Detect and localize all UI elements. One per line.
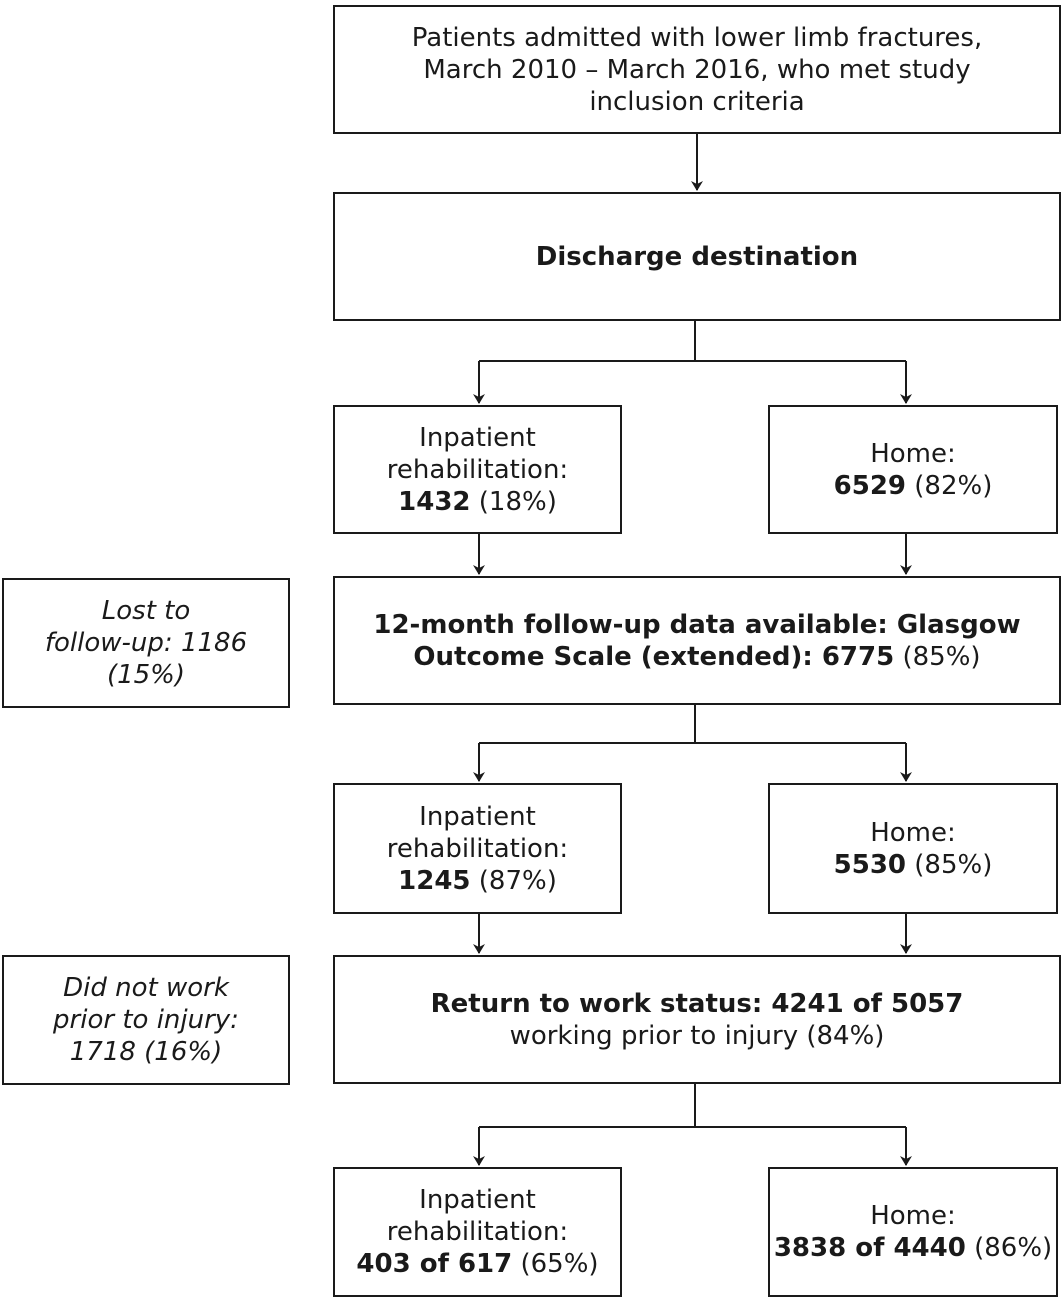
percent-value: (18%) — [470, 486, 557, 517]
text-line: 1718 (16%) — [69, 1037, 223, 1067]
text-line: March 2010 – March 2016, who met study — [423, 54, 971, 85]
count-value: 1245 — [398, 865, 471, 896]
count-value: 6529 — [833, 470, 907, 501]
percent-value: (85%) — [894, 641, 981, 672]
percent-value: (65%) — [512, 1249, 599, 1279]
percent-value: (87%) — [470, 865, 557, 896]
text-line: rehabilitation: — [386, 454, 569, 485]
text-line: Home: — [870, 1201, 956, 1231]
text-line: working prior to injury (84%) — [509, 1020, 885, 1051]
count-value: 5530 — [833, 849, 907, 880]
box-inpatient-rehab-1: Inpatient rehabilitation: 1432 (18%) — [333, 405, 622, 534]
text-line: Did not work — [63, 973, 229, 1003]
text-line: Inpatient — [419, 1185, 536, 1215]
text-line: 12-month follow-up data available: Glasg… — [373, 609, 1021, 640]
text-line: Home: — [870, 438, 956, 469]
text-line: rehabilitation: — [386, 1217, 569, 1247]
text-line: inclusion criteria — [589, 86, 805, 117]
text-line: Outcome Scale (extended): 6775 — [413, 641, 895, 672]
text-line: Lost to — [101, 596, 191, 626]
box-followup-data: 12-month follow-up data available: Glasg… — [333, 576, 1061, 705]
text-line: prior to injury: — [53, 1005, 239, 1035]
text-line: follow-up: 1186 — [44, 628, 248, 658]
text-line: (15%) — [106, 660, 186, 690]
text-line: Inpatient — [419, 801, 536, 832]
box-inpatient-rehab-3: Inpatient rehabilitation: 403 of 617 (65… — [333, 1167, 622, 1297]
count-value: 3838 of 4440 — [773, 1233, 966, 1263]
text-line: Return to work status: 4241 of 5057 — [430, 988, 964, 1019]
box-inpatient-rehab-2: Inpatient rehabilitation: 1245 (87%) — [333, 783, 622, 914]
percent-value: (85%) — [906, 849, 993, 880]
box-home-1: Home: 6529 (82%) — [768, 405, 1058, 534]
percent-value: (82%) — [906, 470, 993, 501]
box-patients-admitted: Patients admitted with lower limb fractu… — [333, 5, 1061, 134]
box-home-2: Home: 5530 (85%) — [768, 783, 1058, 914]
box-home-3: Home: 3838 of 4440 (86%) — [768, 1167, 1058, 1297]
box-return-to-work: Return to work status: 4241 of 5057 work… — [333, 955, 1061, 1084]
text-line: rehabilitation: — [386, 833, 569, 864]
text-line: Inpatient — [419, 422, 536, 453]
count-value: 403 of 617 — [356, 1249, 513, 1279]
count-value: 1432 — [398, 486, 471, 517]
text-line: Home: — [870, 817, 956, 848]
box-discharge-destination: Discharge destination — [333, 192, 1061, 321]
box-lost-to-followup: Lost to follow-up: 1186 (15%) — [2, 578, 290, 708]
text-line: Discharge destination — [535, 241, 859, 272]
text-line: Patients admitted with lower limb fractu… — [411, 22, 983, 53]
percent-value: (86%) — [965, 1233, 1053, 1263]
box-did-not-work: Did not work prior to injury: 1718 (16%) — [2, 955, 290, 1085]
